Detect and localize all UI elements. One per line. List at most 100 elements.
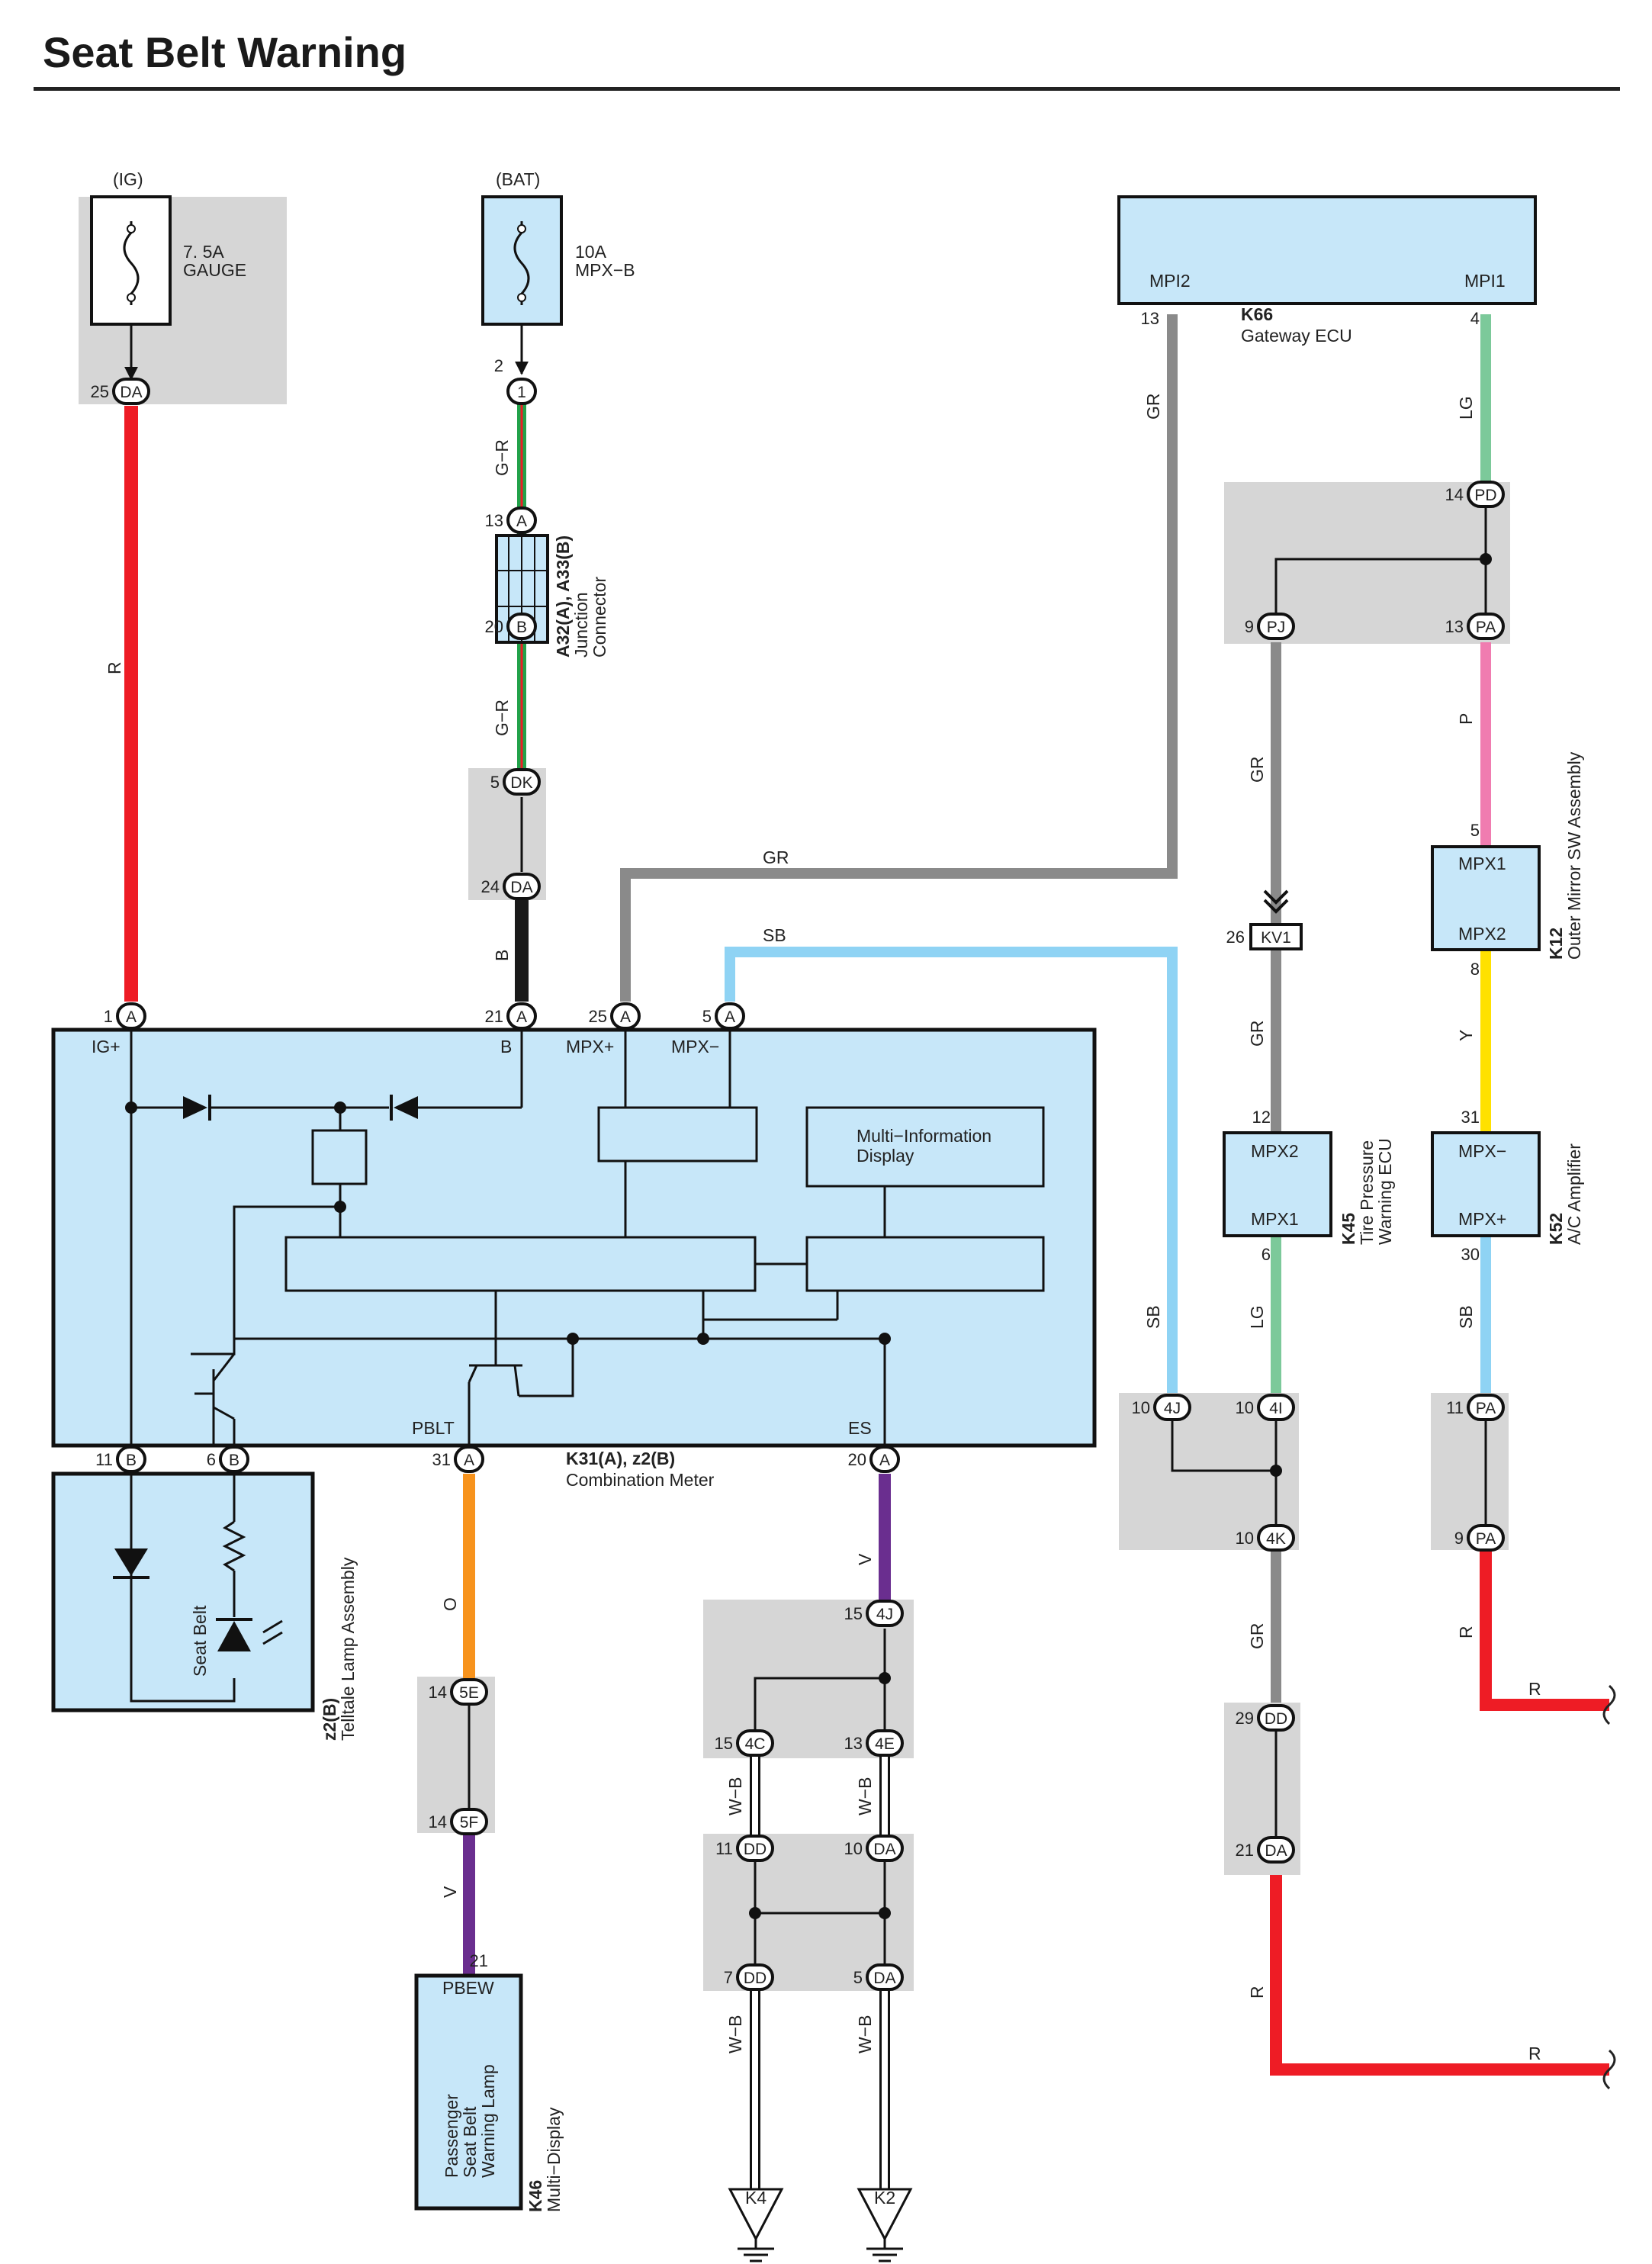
connector-da-19: DA 21 (1236, 1836, 1295, 1864)
mirror-sw-box (1431, 845, 1541, 951)
pin-number: 15 (715, 1734, 733, 1753)
pin-number: 13 (844, 1734, 863, 1753)
connector-label: 4E (875, 1735, 895, 1753)
connector-label: B (126, 1452, 137, 1469)
connector-label: 4K (1266, 1530, 1286, 1548)
wire-label-w-b-3: W−B (725, 2015, 745, 2053)
wire-label-r-da: R (1247, 1986, 1267, 1999)
connector-dk-4: DK5 (490, 768, 541, 796)
connector-pj-11: PJ9 (1245, 613, 1295, 640)
pin-number: 20 (848, 1450, 866, 1469)
wire-sb-meter (725, 947, 1178, 1393)
pin-number: 20 (485, 617, 503, 636)
multi-term: PBEW (442, 1978, 494, 1998)
wire-label-r-right-1: R (1528, 1679, 1541, 1699)
connector-label: 4J (876, 1606, 893, 1623)
pin-number: 31 (1461, 1108, 1480, 1127)
wires (124, 314, 1616, 2189)
connector-b-21: B6 (207, 1446, 249, 1473)
multi-display-box (414, 1973, 523, 2211)
connector-label: DK (510, 774, 532, 792)
ground-k4 (728, 2188, 784, 2262)
wire-label-gr-4k: GR (1247, 1623, 1267, 1650)
pin-number: 15 (844, 1604, 863, 1623)
pin-number: 6 (1261, 1245, 1271, 1264)
connector-label: DD (1265, 1710, 1287, 1728)
telltale-name: Telltale Lamp Assembly (338, 1557, 358, 1741)
pin-number: 11 (95, 1450, 113, 1469)
mirror-code: K12 (1546, 928, 1566, 960)
connector-one-1: 12 (494, 356, 537, 405)
connector-a-22: A31 (432, 1446, 484, 1473)
mirror-pin-top: MPX1 (1458, 854, 1506, 873)
pin-number: 14 (429, 1812, 447, 1831)
wire-label-r-pa: R (1456, 1626, 1476, 1639)
meter-mid-2: Display (857, 1146, 914, 1166)
connector-pa-17: PA9 (1454, 1524, 1505, 1552)
fuse-ig-name: GAUGE (183, 260, 246, 280)
connector-label: 5F (460, 1814, 479, 1831)
connector-a-2: A13 (485, 507, 537, 534)
connector-label: KV1 (1261, 929, 1291, 947)
connector-label: DA (1265, 1842, 1287, 1860)
wire-label-r: R (104, 661, 124, 674)
multi-body-3: Warning Lamp (478, 2064, 498, 2178)
connector-five_f-25: 5F 14 (429, 1808, 488, 1835)
meter-term-ig: IG+ (92, 1037, 121, 1056)
gateway-pin-mpi2: MPI2 (1149, 271, 1191, 291)
wire-label-g-r-2: G−R (492, 699, 512, 736)
meter-term-es: ES (848, 1418, 872, 1438)
gateway-ecu-box (1117, 195, 1537, 305)
pin-number: 10 (1236, 1398, 1254, 1417)
gateway-name: Gateway ECU (1241, 326, 1352, 346)
fuse-bat-name: MPX−B (575, 260, 635, 280)
connector-label: DD (744, 1970, 767, 1987)
tpws-code: K45 (1339, 1213, 1358, 1245)
pin-number: 21 (485, 1007, 503, 1026)
meter-name: Combination Meter (566, 1470, 715, 1490)
wire-label-y: Y (1456, 1030, 1476, 1041)
pin-number: 5 (702, 1007, 712, 1026)
connector-label: A (620, 1008, 631, 1026)
junction-name-2: Connector (590, 577, 609, 658)
connector-label: 5E (459, 1684, 479, 1702)
connector-b-3: B20 (485, 613, 537, 640)
ac-pin-bottom: MPX+ (1458, 1209, 1506, 1229)
pin-number: 21 (1236, 1841, 1254, 1860)
connector-b-20: B 11 (95, 1446, 146, 1473)
connector-label: DA (120, 384, 142, 401)
ig-label: (IG) (113, 169, 143, 189)
pin-number: 24 (481, 877, 500, 896)
mirror-name: Outer Mirror SW Assembly (1564, 751, 1584, 960)
connector-label: A (516, 1008, 527, 1026)
connector-a-6: A1 (104, 1002, 146, 1030)
connector-label: A (725, 1008, 735, 1026)
wire-label-w-b-1: W−B (725, 1777, 745, 1815)
multi-name: Multi−Display (544, 2107, 564, 2212)
mirror-pin-bottom: MPX2 (1458, 924, 1506, 944)
meter-term-pblt: PBLT (412, 1418, 455, 1438)
pin-number: 5 (853, 1968, 863, 1987)
pin-number: 2 (494, 356, 503, 375)
break-mark-1 (1602, 1684, 1616, 1725)
pin-number: 14 (1445, 485, 1464, 504)
labels: (IG) (BAT) 7. 5A GAUGE 10A MPX−B R G−R G… (92, 169, 1584, 2212)
kv1-chevron (1263, 889, 1289, 914)
wire-label-v-es: V (855, 1553, 875, 1565)
wire-label-gr-gateway: GR (1143, 394, 1163, 420)
connector-label: B (229, 1452, 239, 1469)
junction-name-1: Junction (571, 592, 591, 658)
pin-number: 10 (844, 1839, 863, 1858)
ac-code: K52 (1546, 1213, 1566, 1245)
meter-term-mpxp: MPX+ (566, 1037, 614, 1056)
connector-four_e-28: 4E 13 (844, 1729, 904, 1757)
telltale-code: z2(B) (320, 1698, 339, 1741)
wire-label-g-r-1: G−R (492, 439, 512, 476)
fuse-bat-rating: 10A (575, 242, 607, 262)
meter-term-mpxm: MPX− (671, 1037, 719, 1056)
